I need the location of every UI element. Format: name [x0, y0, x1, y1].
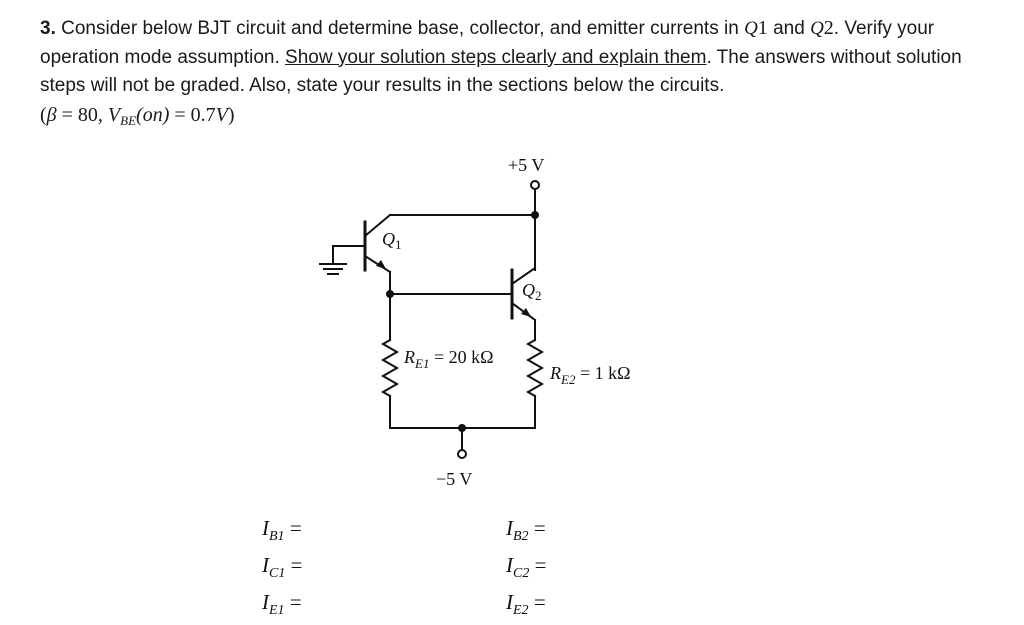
- q1-symbol: Q: [744, 18, 758, 39]
- question-and: and: [767, 18, 811, 39]
- result-row-ie1: IE1 =: [262, 590, 302, 618]
- q2-label: Q2: [522, 280, 542, 303]
- result-row-ie2: IE2 =: [506, 590, 546, 618]
- q1-emitter-arrow: [376, 260, 386, 269]
- vminus-terminal: [457, 449, 467, 459]
- q1-number: 1: [757, 17, 768, 39]
- result-row-ib2: IB2 =: [506, 516, 546, 544]
- question-rest: . The answers without solution steps wil…: [40, 46, 962, 97]
- question-verify: . Verify your operation mode assumption.: [40, 18, 935, 68]
- re1-label: RE1 = 20 kΩ: [403, 347, 493, 371]
- vplus-label: +5 V: [508, 155, 544, 175]
- result-row-ic2: IC2 =: [506, 553, 547, 581]
- q2-symbol: Q: [810, 18, 824, 39]
- beta-symbol: β: [46, 103, 57, 126]
- result-row-ib1: IB1 =: [262, 516, 302, 544]
- question-number: 3.: [40, 18, 56, 39]
- q2-emitter-arrow: [521, 308, 531, 317]
- junction-dot: [458, 424, 466, 432]
- question-underlined: Show your solution steps clearly and exp…: [285, 46, 707, 68]
- results-left: IB1 = IC1 = IE1 =: [262, 514, 302, 625]
- q1-label: Q1: [382, 229, 402, 252]
- question-text: 3. Consider below BJT circuit and determ…: [40, 14, 1000, 135]
- vbe-symbol: V: [107, 103, 121, 126]
- re2-label: RE2 = 1 kΩ: [549, 363, 630, 387]
- parameters: (β = 80, VBE(on) = 0.7V): [40, 103, 235, 128]
- junction-dot: [531, 211, 539, 219]
- re2-resistor: [525, 338, 545, 398]
- vplus-terminal: [530, 180, 540, 190]
- re1-resistor: [380, 338, 400, 398]
- result-row-ic1: IC1 =: [262, 553, 303, 581]
- results-right: IB2 = IC2 = IE2 =: [506, 514, 546, 625]
- question-intro: Consider below BJT circuit and determine…: [55, 18, 745, 39]
- q2-number: 2: [823, 17, 834, 39]
- vminus-label: −5 V: [436, 469, 472, 489]
